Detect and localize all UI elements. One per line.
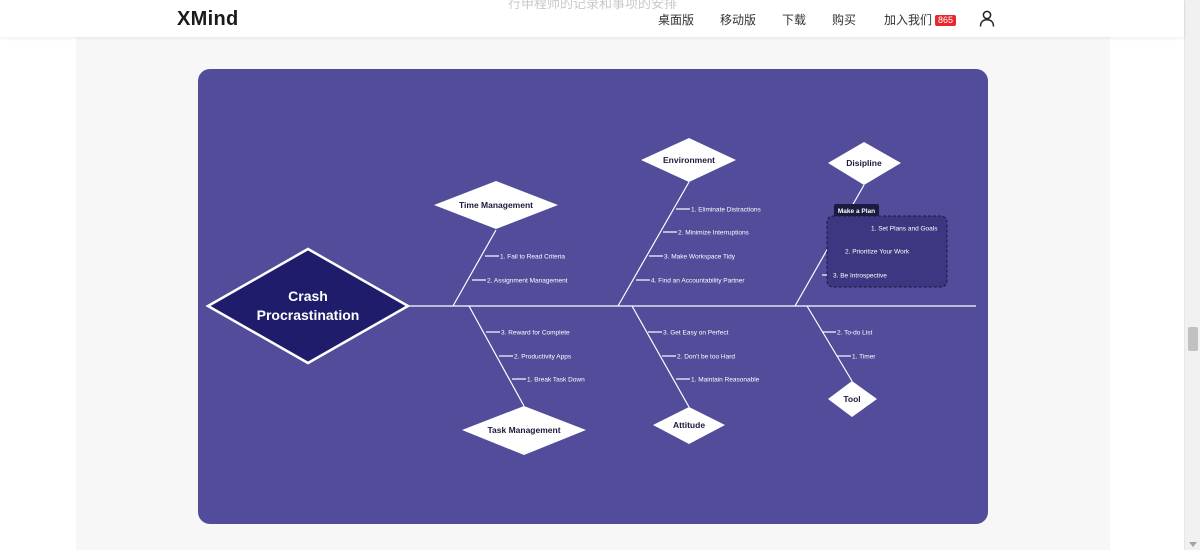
node-disipline[interactable] — [828, 142, 901, 185]
rib-label[interactable]: 1. Fail to Read Criteria — [500, 254, 565, 261]
make-a-plan-callout[interactable]: Make a Plan — [838, 208, 875, 215]
vertical-scrollbar[interactable] — [1184, 0, 1200, 550]
nav-download[interactable]: 下载 — [782, 13, 807, 27]
scrolled-heading-fragment: 行申程师的记录和事项的安排 — [508, 0, 678, 12]
rib-label[interactable]: 2. Minimize Interruptions — [678, 230, 750, 237]
node-task-management[interactable] — [462, 406, 586, 455]
user-account-icon[interactable] — [979, 10, 995, 27]
nav-mobile[interactable]: 移动版 — [720, 13, 757, 27]
head-title-line1: Crash — [288, 288, 328, 304]
rib-label[interactable]: 2. Productivity Apps — [514, 354, 572, 361]
nav-desktop[interactable]: 桌面版 — [658, 13, 695, 27]
node-tool[interactable] — [828, 381, 877, 417]
node-attitude[interactable] — [653, 407, 725, 444]
nav-join-label: 加入我们 — [884, 13, 933, 27]
node-attitude-label: Attitude — [673, 420, 705, 430]
node-tool-label: Tool — [843, 394, 860, 404]
node-time-management-label: Time Management — [459, 200, 533, 210]
fishbone-diagram-card: Make a Plan Crash Procrastination Time M… — [198, 69, 988, 524]
scrollbar-thumb[interactable] — [1188, 327, 1198, 351]
rib-label[interactable]: 4. Find an Accountability Partner — [651, 278, 745, 285]
node-time-management[interactable] — [434, 181, 558, 229]
rib-label[interactable]: 1. Timer — [852, 354, 876, 361]
bone-time-management — [452, 229, 497, 307]
rib-label[interactable]: 2. Don't be too Hard — [677, 354, 735, 361]
bone-tool — [806, 305, 853, 382]
join-badge: 865 — [935, 15, 957, 26]
bone-environment — [617, 181, 690, 307]
node-environment-label: Environment — [663, 155, 715, 165]
node-task-management-label: Task Management — [487, 425, 560, 435]
rib-label[interactable]: 3. Be Introspective — [833, 273, 887, 280]
scroll-down-arrow-icon[interactable] — [1189, 542, 1197, 547]
rib-label[interactable]: 2. To-do List — [837, 330, 872, 337]
head-diamond[interactable] — [205, 247, 411, 365]
make-a-plan-callout-bg — [834, 204, 879, 216]
head-title-line2: Procrastination — [257, 307, 360, 323]
rib-label[interactable]: 1. Maintain Reasonable — [691, 377, 760, 384]
fishbone-diagram: Make a Plan Crash Procrastination Time M… — [205, 138, 976, 455]
rib-label[interactable]: 2. Assignment Management — [487, 278, 568, 285]
node-disipline-label: Disipline — [846, 158, 882, 168]
node-environment[interactable] — [641, 138, 736, 182]
rib-label[interactable]: 3. Make Workspace Tidy — [664, 254, 736, 261]
bone-task-management — [468, 305, 525, 407]
nav-buy[interactable]: 购买 — [832, 13, 857, 27]
rib-label[interactable]: 1. Set Plans and Goals — [871, 226, 938, 233]
rib-label[interactable]: 1. Break Task Down — [527, 377, 585, 384]
make-a-plan-group-box[interactable] — [826, 215, 948, 288]
rib-label[interactable]: 3. Get Easy on Perfect — [663, 330, 729, 337]
bone-attitude — [631, 305, 690, 408]
rib-label[interactable]: 2. Prioritize Your Work — [845, 249, 910, 256]
rib-label[interactable]: 1. Eliminate Distractions — [691, 207, 761, 214]
rib-label[interactable]: 3. Reward for Complete — [501, 330, 570, 337]
xmind-logo[interactable]: XMind — [177, 8, 239, 30]
